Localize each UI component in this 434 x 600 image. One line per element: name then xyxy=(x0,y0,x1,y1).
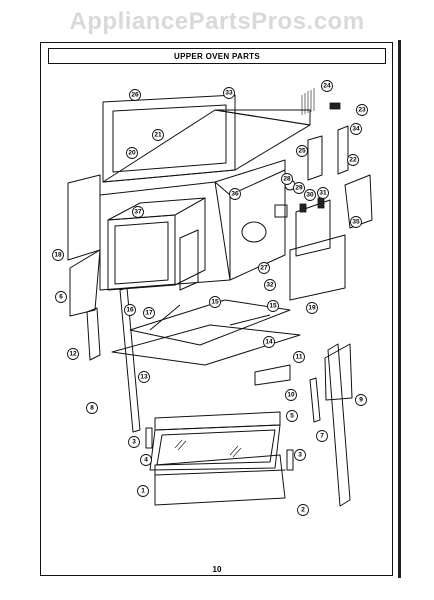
callout-16: 16 xyxy=(124,304,136,316)
svg-text:27: 27 xyxy=(260,265,268,272)
small-parts-middle xyxy=(254,343,353,401)
callout-27: 27 xyxy=(258,262,270,274)
callout-21: 21 xyxy=(152,129,164,141)
diagram-title: UPPER OVEN PARTS xyxy=(48,48,386,64)
callout-26: 26 xyxy=(129,89,141,101)
callout-3b: 3 xyxy=(294,449,306,461)
callout-15a: 15 xyxy=(209,296,221,308)
svg-text:9: 9 xyxy=(359,397,363,404)
oven-cavity xyxy=(107,197,206,291)
svg-text:15: 15 xyxy=(269,303,277,310)
svg-text:1: 1 xyxy=(141,488,145,495)
callout-1: 1 xyxy=(137,485,149,497)
callout-9: 9 xyxy=(355,394,367,406)
vent-grille xyxy=(301,88,315,115)
svg-text:21: 21 xyxy=(154,132,162,139)
callout-25: 25 xyxy=(296,145,308,157)
svg-text:22: 22 xyxy=(349,157,357,164)
svg-text:35: 35 xyxy=(352,219,360,226)
svg-text:6: 6 xyxy=(59,294,63,301)
svg-text:13: 13 xyxy=(140,374,148,381)
svg-text:37: 37 xyxy=(134,209,142,216)
svg-text:8: 8 xyxy=(90,405,94,412)
page-edge xyxy=(398,40,401,578)
callout-29: 29 xyxy=(293,182,305,194)
callout-19: 19 xyxy=(306,302,318,314)
svg-text:23: 23 xyxy=(358,107,366,114)
door-seal-strips xyxy=(86,287,351,507)
svg-text:18: 18 xyxy=(54,252,62,259)
oven-top-panel xyxy=(102,109,311,183)
callout-34: 34 xyxy=(350,123,362,135)
svg-text:3: 3 xyxy=(298,452,302,459)
svg-text:20: 20 xyxy=(128,150,136,157)
callout-36: 36 xyxy=(229,188,241,200)
svg-text:5: 5 xyxy=(290,413,294,420)
svg-text:11: 11 xyxy=(296,354,303,361)
svg-text:34: 34 xyxy=(352,126,360,133)
svg-text:15: 15 xyxy=(211,299,219,306)
callout-3: 3 xyxy=(128,436,140,448)
svg-text:32: 32 xyxy=(266,282,274,289)
callout-10: 10 xyxy=(285,389,297,401)
callout-18: 18 xyxy=(52,249,64,261)
callout-24: 24 xyxy=(321,80,333,92)
callout-6: 6 xyxy=(55,291,67,303)
callout-14: 14 xyxy=(263,336,275,348)
svg-text:31: 31 xyxy=(319,190,327,197)
callout-23: 23 xyxy=(356,104,368,116)
watermark: AppliancePartsPros.com xyxy=(69,8,365,35)
oven-body xyxy=(99,159,286,291)
callout-35: 35 xyxy=(350,216,362,228)
svg-text:16: 16 xyxy=(126,307,134,314)
callout-5: 5 xyxy=(286,410,298,422)
svg-text:14: 14 xyxy=(265,339,273,346)
callout-4: 4 xyxy=(140,454,152,466)
callout-12: 12 xyxy=(67,348,79,360)
svg-text:25: 25 xyxy=(298,148,306,155)
svg-text:29: 29 xyxy=(295,185,303,192)
callout-15b: 15 xyxy=(267,300,279,312)
right-side-panel xyxy=(289,199,346,301)
svg-text:7: 7 xyxy=(320,433,324,440)
callout-8: 8 xyxy=(86,402,98,414)
callout-28: 28 xyxy=(281,173,293,185)
svg-text:2: 2 xyxy=(301,507,305,514)
svg-text:19: 19 xyxy=(308,305,316,312)
page-frame xyxy=(40,42,393,576)
callout-2: 2 xyxy=(297,504,309,516)
callout-20: 20 xyxy=(126,147,138,159)
svg-text:10: 10 xyxy=(287,392,295,399)
callout-31: 31 xyxy=(317,187,329,199)
svg-text:36: 36 xyxy=(231,191,239,198)
callout-22: 22 xyxy=(347,154,359,166)
door-assembly xyxy=(145,411,294,506)
left-side-panel xyxy=(67,174,101,317)
oven-racks-trim xyxy=(111,299,301,366)
callout-33: 33 xyxy=(223,87,235,99)
callout-17: 17 xyxy=(143,307,155,319)
callout-13: 13 xyxy=(138,371,150,383)
bracket-parts xyxy=(274,102,373,229)
svg-text:30: 30 xyxy=(306,192,314,199)
svg-text:33: 33 xyxy=(225,90,233,97)
svg-text:26: 26 xyxy=(131,92,139,99)
callout-32: 32 xyxy=(264,279,276,291)
svg-text:4: 4 xyxy=(144,457,148,464)
callout-30: 30 xyxy=(304,189,316,201)
callout-37: 37 xyxy=(132,206,144,218)
svg-text:17: 17 xyxy=(145,310,153,317)
svg-text:3: 3 xyxy=(132,439,136,446)
svg-text:28: 28 xyxy=(283,176,291,183)
svg-text:12: 12 xyxy=(69,351,77,358)
callout-11: 11 xyxy=(293,351,305,363)
svg-text:24: 24 xyxy=(323,83,331,90)
page-number: 10 xyxy=(212,565,222,574)
callout-7: 7 xyxy=(316,430,328,442)
